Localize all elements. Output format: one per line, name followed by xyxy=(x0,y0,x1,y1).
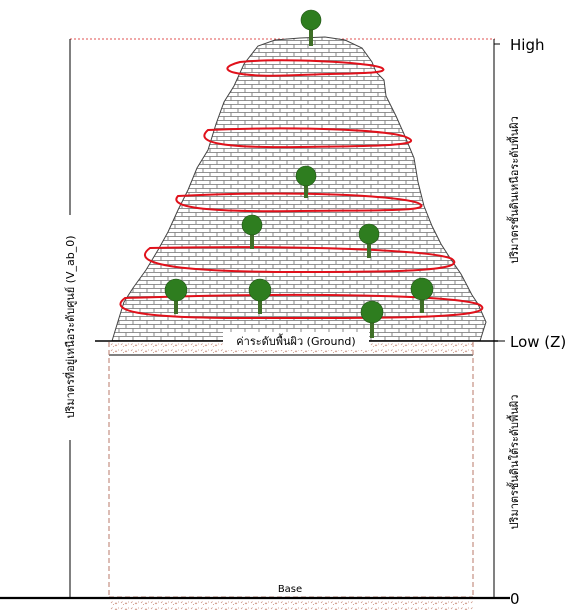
contour-3 xyxy=(175,192,423,213)
zero-level-label: 0 xyxy=(510,590,520,608)
tree-icon xyxy=(295,165,317,198)
left-vertical-label: ปริมาตรที่อยู่เหนือระดับศูนย์ (V_ab_0) xyxy=(62,235,77,418)
ground-label: ค่าระดับพื้นผิว (Ground) xyxy=(236,333,355,348)
tree-icon xyxy=(241,214,263,249)
ground-label-bg xyxy=(223,332,369,350)
low-level-label: Low (Z) xyxy=(510,333,566,351)
contour-1 xyxy=(226,59,385,77)
tree-icon xyxy=(164,278,188,314)
right-upper-vertical-label: ปริมาตรชั้นดินเหนือระดับพื้นผิว xyxy=(506,116,521,264)
base-label: Base xyxy=(278,584,302,595)
tree-icon xyxy=(358,223,380,258)
contour-4 xyxy=(144,246,456,274)
high-level-label: High xyxy=(510,36,544,54)
base-gravel-band xyxy=(109,598,473,610)
contour-2 xyxy=(203,127,412,149)
tree-icon xyxy=(360,300,384,338)
terrain-mass xyxy=(111,36,487,342)
contour-lines xyxy=(119,59,484,320)
tree-icon xyxy=(410,277,434,313)
tree-icon xyxy=(300,9,322,46)
right-lower-vertical-label: ปริมาตรชั้นดินใต้ระดับพื้นผิว xyxy=(506,395,521,530)
left-label-bg xyxy=(62,215,78,440)
contour-5 xyxy=(119,293,484,320)
tree-icon xyxy=(248,278,272,314)
